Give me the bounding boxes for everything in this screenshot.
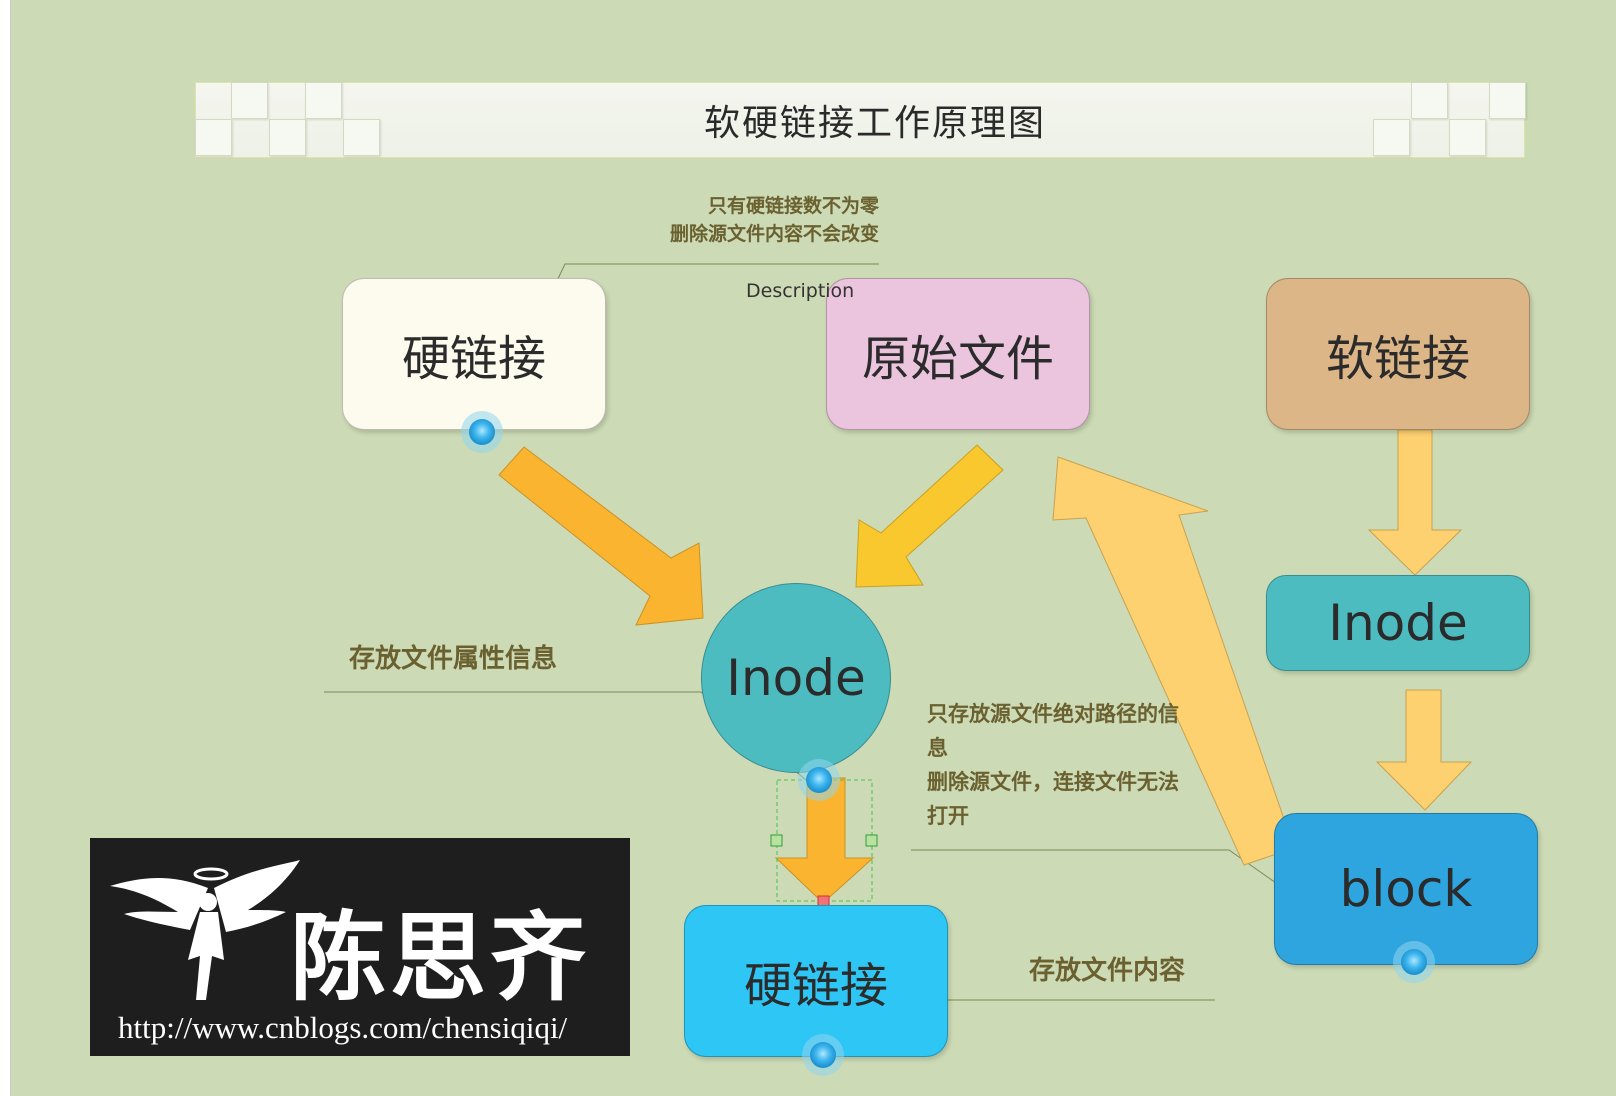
hard-link-annotation: 只有硬链接数不为零 删除源文件内容不会改变	[601, 192, 879, 248]
hard-link-label: 硬链接	[401, 331, 546, 387]
hard-link-node-bottom[interactable]: 硬链接	[684, 905, 948, 1057]
connectors-layer	[324, 263, 1473, 1056]
decorative-tile	[231, 82, 268, 119]
decorative-tile	[1411, 82, 1448, 119]
arrow-softlink-to-inode	[1367, 429, 1463, 576]
original-file-node[interactable]: 原始文件	[826, 278, 1090, 430]
arrow-block-to-original	[1052, 456, 1295, 866]
arrow-inode-to-block	[1375, 689, 1473, 811]
selection-handle	[770, 834, 783, 847]
original-file-label: 原始文件	[861, 331, 1054, 387]
decorative-tile	[1449, 119, 1486, 156]
decorative-tile	[343, 119, 380, 156]
inode-label: Inode	[1328, 594, 1468, 652]
annotation-line: 删除源文件，连接文件无法	[927, 770, 1179, 794]
block-node[interactable]: block	[1274, 813, 1538, 965]
annotation-line: 只有硬链接数不为零	[707, 195, 879, 217]
decorative-tile	[1373, 119, 1410, 156]
connection-point	[798, 759, 840, 801]
inode-node-center[interactable]: Inode	[701, 583, 891, 773]
annotation-line: 息	[927, 736, 948, 760]
connection-point	[461, 411, 503, 453]
arrow-hardlink-to-inode	[498, 446, 704, 626]
author-name: 陈思齐	[290, 902, 590, 1014]
soft-link-node[interactable]: 软链接	[1266, 278, 1530, 430]
description-label: Description	[746, 280, 855, 302]
selection-handle	[865, 834, 878, 847]
connection-point	[802, 1034, 844, 1076]
annotation-line: 删除源文件内容不会改变	[669, 223, 879, 245]
connection-points-layer	[461, 411, 1435, 1076]
hard-link-label: 硬链接	[743, 958, 888, 1014]
decorative-tile	[269, 119, 306, 156]
inode-annotation: 存放文件属性信息	[349, 644, 558, 674]
block-annotation: 存放文件内容	[1029, 956, 1186, 986]
author-logo: 陈思齐 http://www.cnblogs.com/chensiqiqi/	[90, 838, 630, 1056]
block-label: block	[1339, 860, 1473, 918]
hard-link-node-top[interactable]: 硬链接	[342, 278, 606, 430]
author-url: http://www.cnblogs.com/chensiqiqi/	[118, 1010, 568, 1045]
inode-label: Inode	[726, 649, 866, 707]
soft-link-label: 软链接	[1325, 331, 1470, 387]
arrow-inode-to-hardlink-bottom	[774, 777, 875, 904]
annotation-line: 只存放源文件绝对路径的信	[927, 702, 1179, 726]
soft-link-annotation: 只存放源文件绝对路径的信 息 删除源文件，连接文件无法 打开	[927, 697, 1227, 833]
inode-node-right[interactable]: Inode	[1266, 575, 1530, 671]
annotation-line: 打开	[927, 804, 969, 828]
decorative-tile	[195, 119, 232, 156]
title-banner: 软硬链接工作原理图	[195, 82, 1525, 158]
diagram-canvas: 软硬链接工作原理图 硬链接 原始	[10, 0, 1616, 1096]
arrow-original-to-inode	[855, 444, 1004, 588]
angel-wings-icon	[110, 860, 300, 1000]
diagram-title: 软硬链接工作原理图	[703, 103, 1046, 144]
decorative-tile	[1489, 82, 1526, 119]
decorative-tile	[305, 82, 342, 119]
connection-point	[1393, 941, 1435, 983]
